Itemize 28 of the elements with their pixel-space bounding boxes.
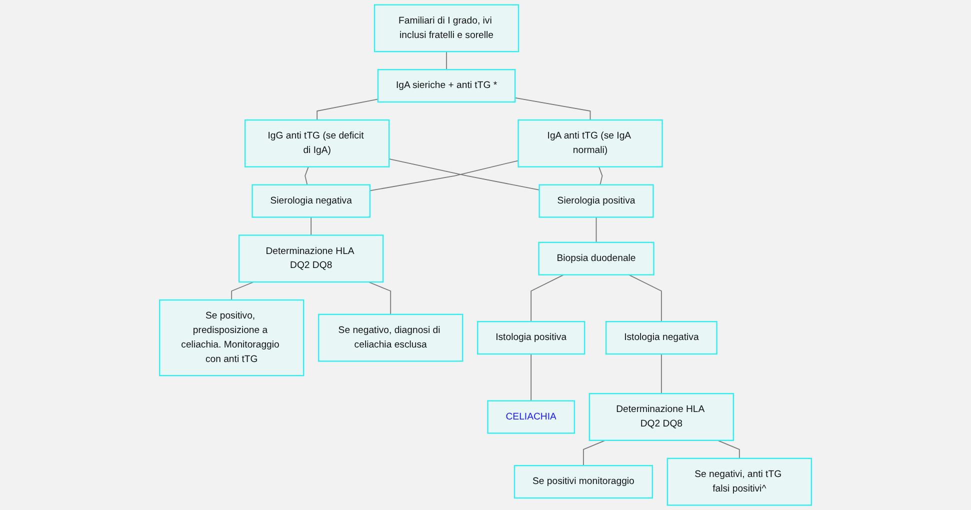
node-box: CELIACHIA	[487, 400, 576, 434]
node-box: Istologia positiva	[477, 321, 586, 355]
node-box: Sierologia negativa	[252, 184, 371, 218]
connector	[660, 354, 662, 394]
node-box: Se negativi, anti tTG falsi positivi^	[666, 458, 812, 506]
connector	[369, 160, 519, 192]
node-box: Determinazione HLA DQ2 DQ8	[588, 393, 734, 441]
node-box: Sierologia positiva	[538, 184, 654, 218]
node-box: IgA anti tTG (se IgA normali)	[518, 119, 663, 168]
node-box: IgA sieriche + anti tTG *	[377, 69, 516, 103]
node-box: Se positivi monitoraggio	[514, 465, 653, 499]
node-box: Determinazione HLA DQ2 DQ8	[238, 234, 384, 283]
connector	[530, 354, 532, 402]
node-box: IgG anti tTG (se deficit di IgA)	[244, 119, 390, 168]
connector	[304, 166, 309, 186]
node-box: Istologia negativa	[605, 321, 718, 355]
connector	[717, 440, 740, 459]
node-box: Familiari di I grado, ivi inclusi fratelli e sorelle	[374, 4, 520, 52]
connector	[388, 158, 540, 190]
connector	[596, 216, 597, 243]
node-box: Se negativo, diagnosi di celiachia esclusa	[318, 314, 464, 362]
connector	[514, 97, 591, 120]
connector	[598, 166, 603, 186]
node-box: Biopsia duodenale	[538, 242, 654, 276]
connector	[446, 51, 447, 70]
connector	[316, 98, 378, 120]
node-box: Se positivo, predisposizione a celiachia. Monitoraggio con anti tTG	[159, 299, 304, 376]
connector	[310, 216, 312, 236]
